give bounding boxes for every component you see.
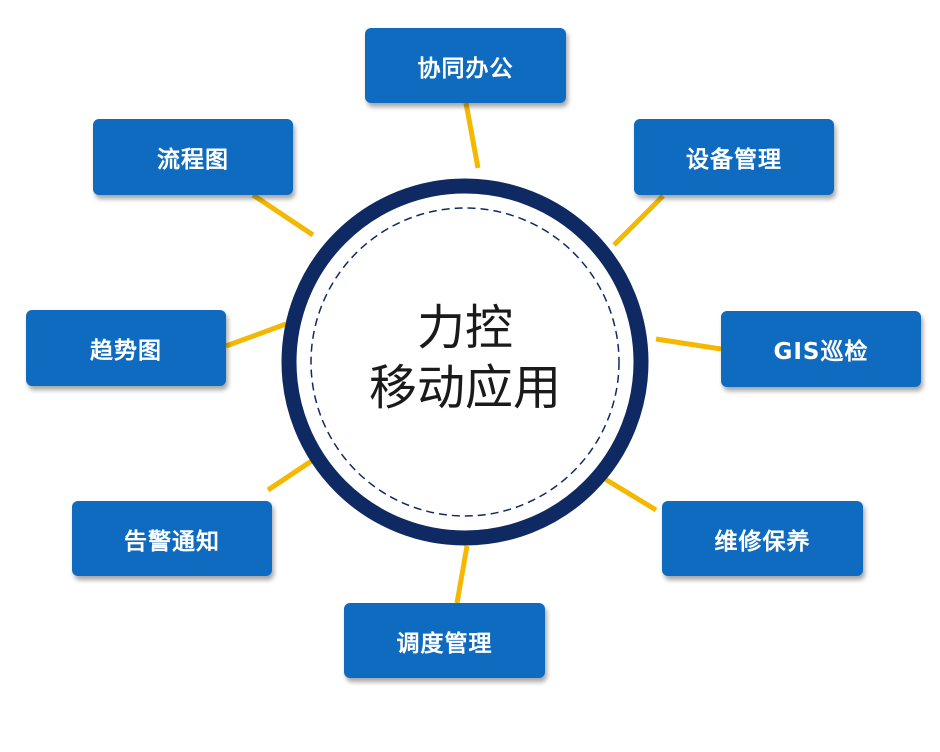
center-title-line2: 移动应用 xyxy=(368,360,561,416)
node-collab-label: 协同办公 xyxy=(417,55,514,82)
connector-dispatch xyxy=(454,545,470,604)
node-collab[interactable]: 协同办公 xyxy=(365,28,566,103)
node-gis-label: GIS巡检 xyxy=(773,339,869,365)
node-equipment[interactable]: 设备管理 xyxy=(634,119,834,195)
node-flow[interactable]: 流程图 xyxy=(93,119,293,195)
connector-alarm xyxy=(266,457,315,493)
node-equipment-label: 设备管理 xyxy=(686,147,782,173)
node-maintenance[interactable]: 维修保养 xyxy=(662,501,863,576)
center-ring xyxy=(281,178,649,546)
node-maintenance-label: 维修保养 xyxy=(714,528,811,555)
node-trend[interactable]: 趋势图 xyxy=(26,310,226,386)
node-alarm-label: 告警通知 xyxy=(124,528,220,555)
connector-gis xyxy=(655,336,722,352)
node-flow-label: 流程图 xyxy=(157,147,229,173)
node-gis[interactable]: GIS巡检 xyxy=(721,311,921,387)
connector-flow xyxy=(251,192,315,238)
center-title-line1: 力控 xyxy=(416,300,513,356)
node-dispatch-label: 调度管理 xyxy=(396,630,493,657)
connector-trend xyxy=(225,321,287,349)
connector-maintenance xyxy=(598,473,658,513)
connector-equipment xyxy=(612,194,665,247)
node-trend-label: 趋势图 xyxy=(90,338,162,364)
center-title: 力控 移动应用 xyxy=(315,298,615,418)
node-dispatch[interactable]: 调度管理 xyxy=(344,603,545,678)
node-alarm[interactable]: 告警通知 xyxy=(72,501,272,576)
connector-collab xyxy=(463,102,481,169)
center-dashed-ring xyxy=(310,207,620,517)
